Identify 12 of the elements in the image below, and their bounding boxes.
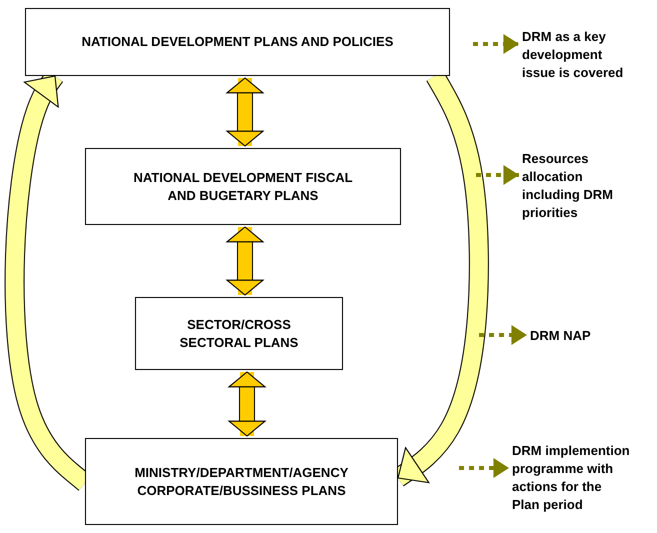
outcome-text: DRM implemention programme with actions for the Plan period: [512, 442, 630, 514]
box-label: MINISTRY/DEPARTMENT/AGENCY CORPORATE/BUSSINESS PLANS: [134, 464, 350, 500]
process-box: [85, 148, 401, 225]
process-box: [25, 8, 450, 76]
process-box: [135, 297, 343, 370]
box-label: NATIONAL DEVELOPMENT FISCAL AND BUGETARY PLANS: [132, 168, 354, 204]
box-label: SECTOR/CROSS SECTORAL PLANS: [178, 316, 300, 352]
outcome-text: DRM NAP: [530, 327, 591, 345]
process-box: [85, 438, 398, 525]
outcome-text: DRM as a key development issue is covered: [522, 28, 624, 82]
outcome-text: Resources allocation including DRM priorities: [522, 150, 614, 222]
box-label: NATIONAL DEVELOPMENT PLANS AND POLICIES: [82, 33, 394, 51]
